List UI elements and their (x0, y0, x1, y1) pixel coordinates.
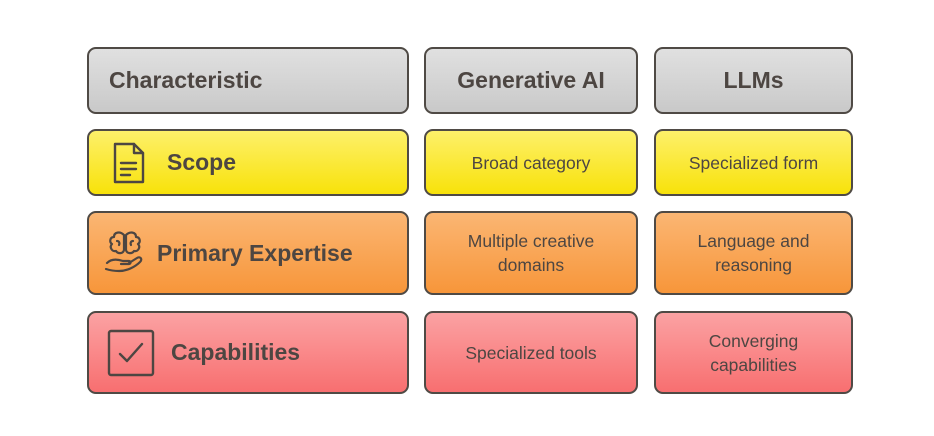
header-characteristic-label: Characteristic (109, 67, 263, 93)
cell-scope-generative-ai: Broad category (424, 129, 638, 196)
row-label-text: Capabilities (171, 339, 301, 365)
checkbox-icon (107, 329, 155, 377)
cell-scope-llms: Specialized form (654, 129, 853, 196)
cell-capabilities-generative-ai: Specialized tools (424, 311, 638, 394)
row-label-text: Scope (167, 149, 237, 175)
cell-expertise-generative-ai: Multiple creative domains (424, 211, 638, 295)
cell-expertise-llms: Language and reasoning (654, 211, 853, 295)
row-label-scope: Scope (87, 129, 409, 196)
row-label-text: Primary Expertise (157, 239, 353, 266)
cell-text: Specialized form (688, 152, 819, 173)
header-generative-ai-label: Generative AI (457, 67, 605, 93)
header-llms-label: LLMs (723, 67, 784, 93)
header-characteristic: Characteristic (87, 47, 409, 114)
header-llms: LLMs (654, 47, 853, 114)
cell-text: Converging capabilities (708, 330, 799, 375)
cell-text: Language and reasoning (697, 231, 810, 275)
cell-text: Broad category (471, 152, 591, 173)
cell-text: Specialized tools (465, 342, 597, 363)
row-label-primary-expertise: Primary Expertise (87, 211, 409, 295)
row-label-capabilities: Capabilities (87, 311, 409, 394)
cell-text: Multiple creative domains (467, 231, 595, 275)
brain-in-hand-icon (103, 231, 147, 275)
cell-capabilities-llms: Converging capabilities (654, 311, 853, 394)
header-generative-ai: Generative AI (424, 47, 638, 114)
document-icon (107, 141, 151, 185)
